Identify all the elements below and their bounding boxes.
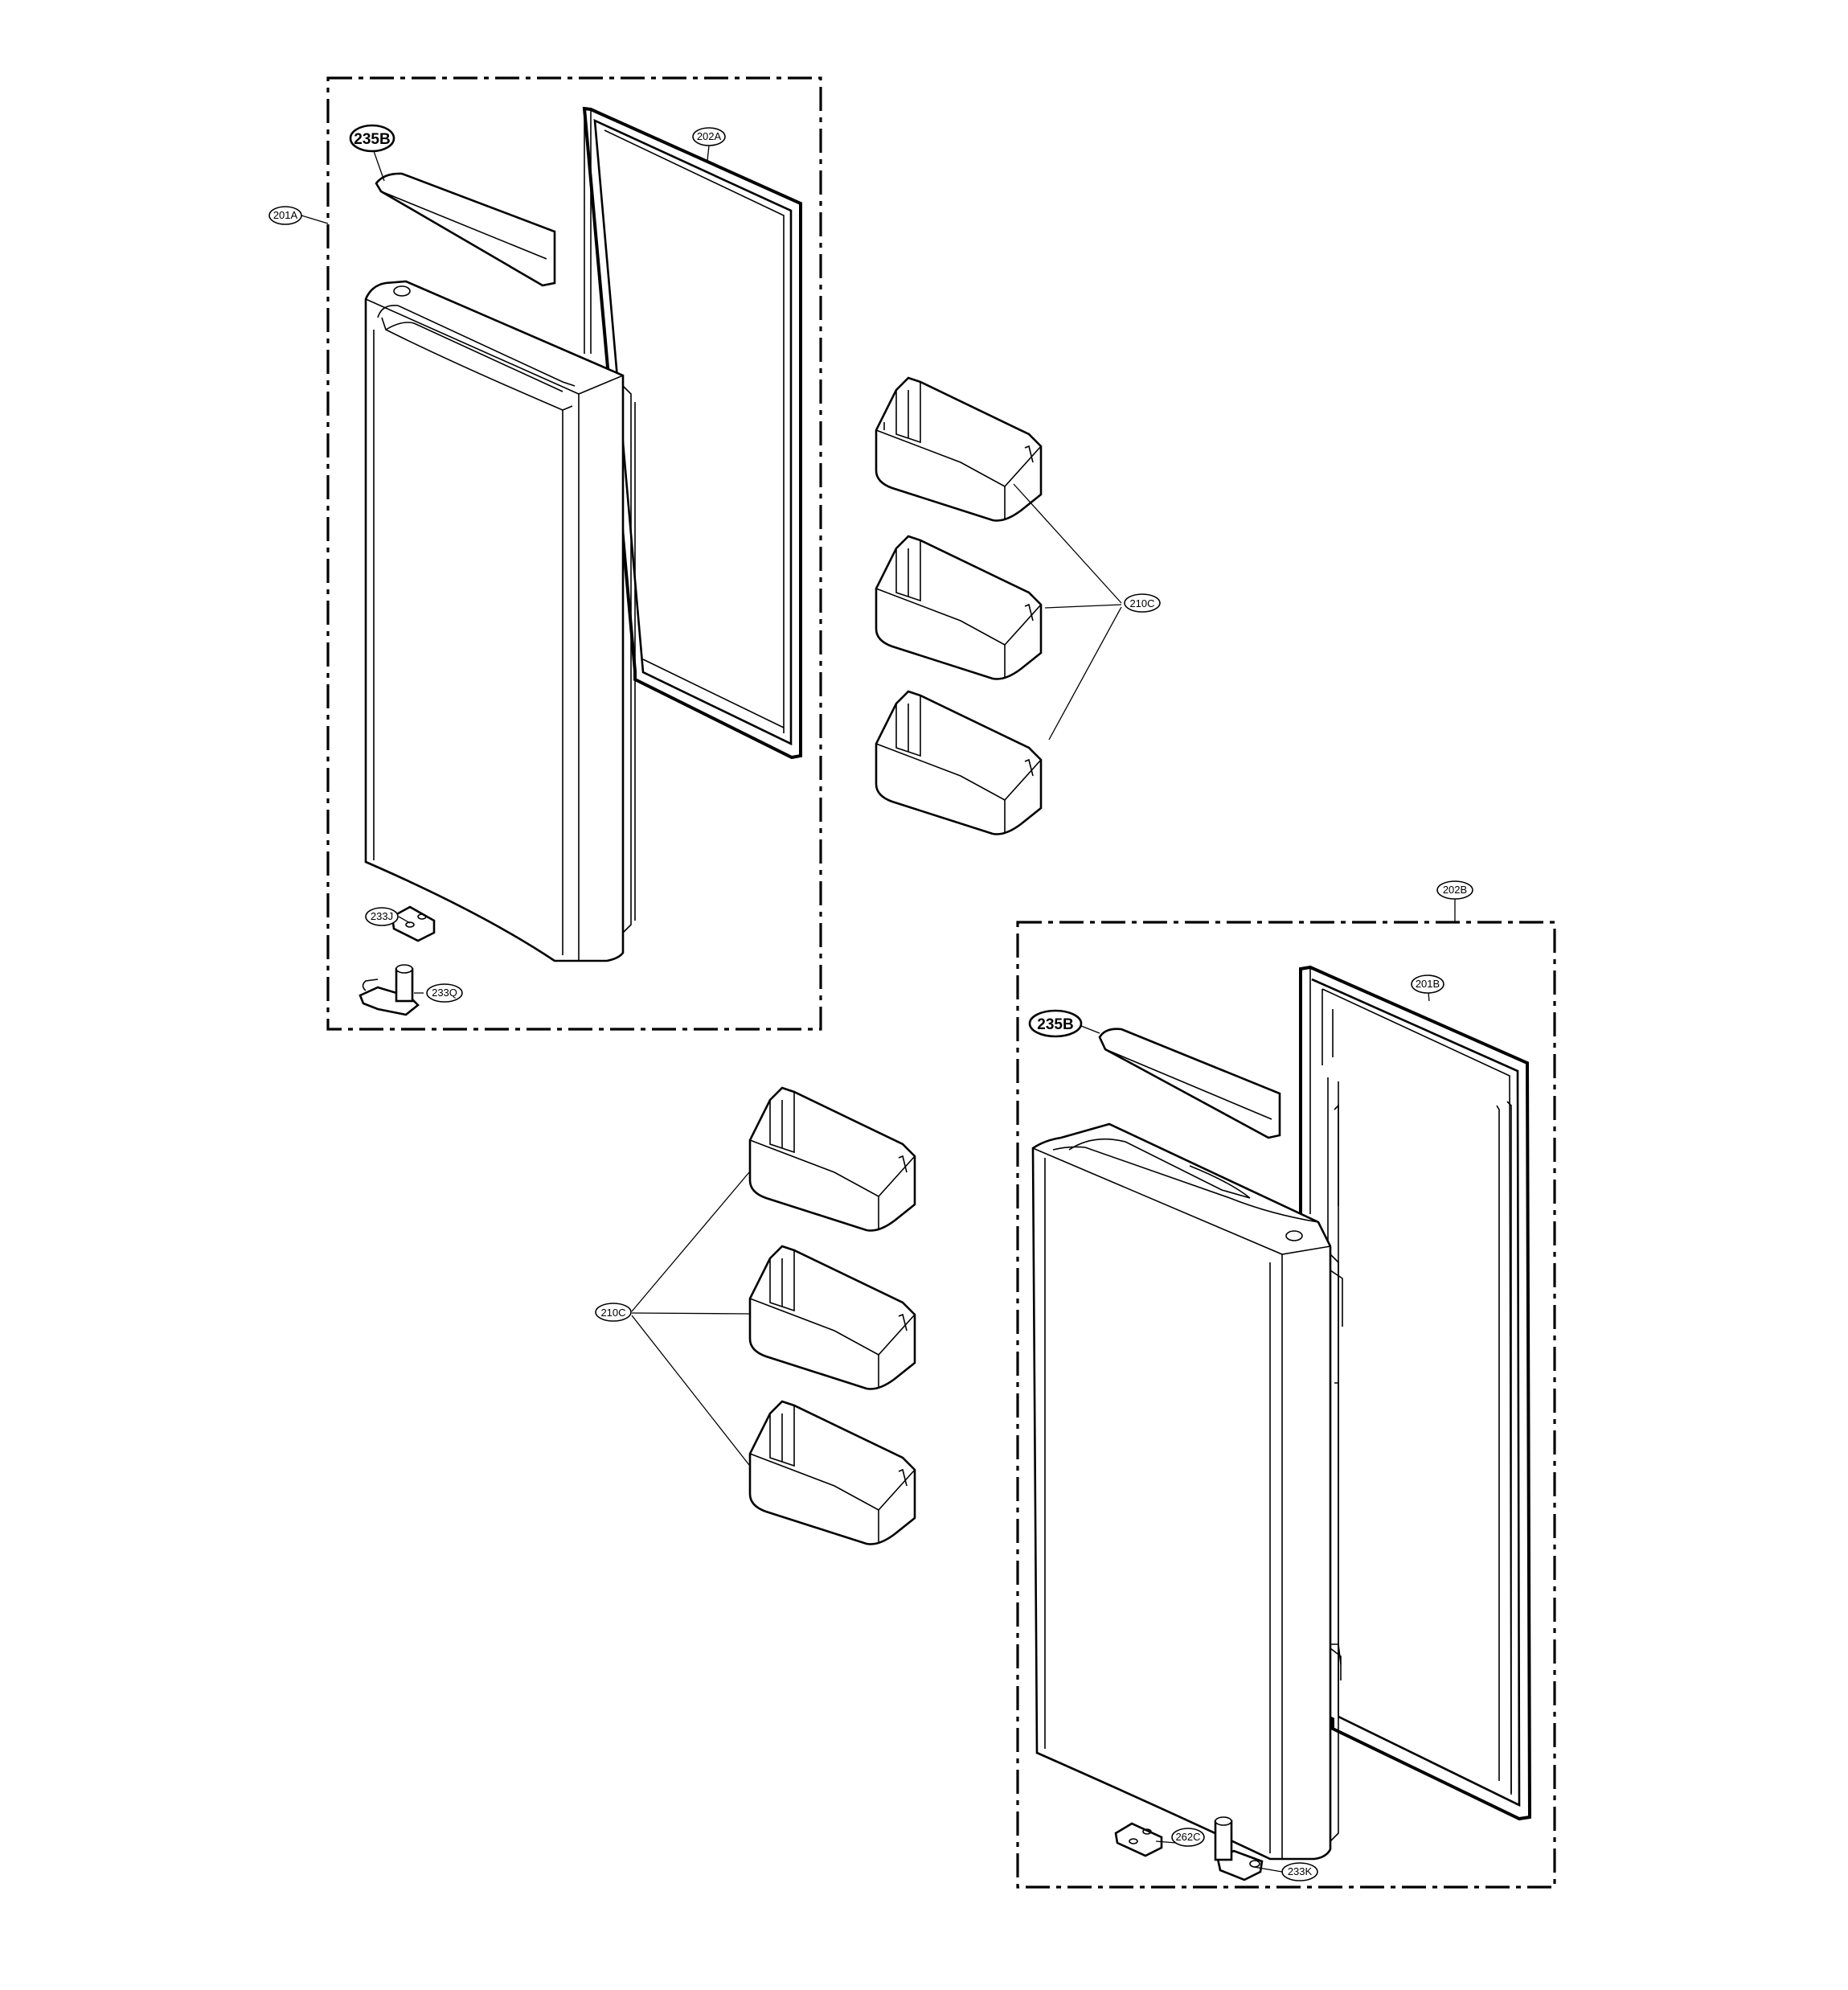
door-bin-5 — [748, 1245, 916, 1390]
door-gasket-202A — [582, 106, 802, 760]
door-panel-201B — [1031, 1122, 1343, 1861]
callout-262C-text: 262C — [1175, 1831, 1200, 1843]
callout-233J-text: 233J — [371, 910, 393, 922]
hinge-233K — [1214, 1816, 1264, 1881]
callout-233Q-text: 233Q — [432, 987, 457, 999]
callout-235B-bottom-text: 235B — [1037, 1016, 1073, 1033]
right-assembly-boundary — [1016, 921, 1556, 1889]
callout-202A: 202A — [692, 127, 726, 146]
callout-202B-text: 202B — [1443, 884, 1467, 896]
callout-202B: 202B — [1436, 880, 1473, 900]
callout-262C: 262C — [1171, 1828, 1205, 1847]
hinge-262C — [1114, 1822, 1163, 1857]
door-bin-1 — [875, 376, 1043, 522]
callout-235B-bottom: 235B — [1028, 1009, 1083, 1038]
callout-235B-top-text: 235B — [354, 131, 390, 148]
door-bins-left — [748, 1086, 916, 1545]
left-assembly-boundary — [326, 76, 822, 1031]
callout-201B-text: 201B — [1416, 978, 1440, 990]
callout-201B: 201B — [1411, 974, 1444, 994]
hinge-233J — [391, 905, 436, 942]
door-panel-201A — [364, 280, 636, 962]
leader-lines — [301, 145, 1456, 1873]
door-gasket-201B — [1299, 965, 1532, 1821]
callout-210C-left-text: 210C — [600, 1307, 625, 1319]
handle-trim-235B — [375, 172, 556, 287]
left-door-assembly — [326, 76, 822, 1031]
callout-210C-left: 210C — [595, 1303, 632, 1322]
callout-210C-right-text: 210C — [1129, 597, 1154, 609]
right-door-assembly — [1016, 921, 1556, 1889]
callout-233K-text: 233K — [1288, 1865, 1313, 1877]
door-bin-4 — [748, 1086, 916, 1232]
callout-210C-right: 210C — [1124, 593, 1161, 613]
callout-233J: 233J — [365, 907, 399, 926]
callout-201A: 201A — [268, 206, 302, 225]
hinge-233Q — [359, 964, 420, 1016]
callout-202A-text: 202A — [697, 130, 722, 142]
callout-233Q: 233Q — [426, 983, 463, 1003]
callout-235B-top: 235B — [349, 124, 395, 153]
callout-201A-text: 201A — [273, 209, 298, 221]
door-bins-right — [875, 376, 1043, 835]
door-bin-2 — [875, 535, 1043, 680]
door-bin-3 — [875, 690, 1043, 835]
door-bin-6 — [748, 1400, 916, 1545]
callout-233K: 233K — [1281, 1862, 1318, 1881]
handle-trim-235B-lower — [1098, 1028, 1281, 1139]
